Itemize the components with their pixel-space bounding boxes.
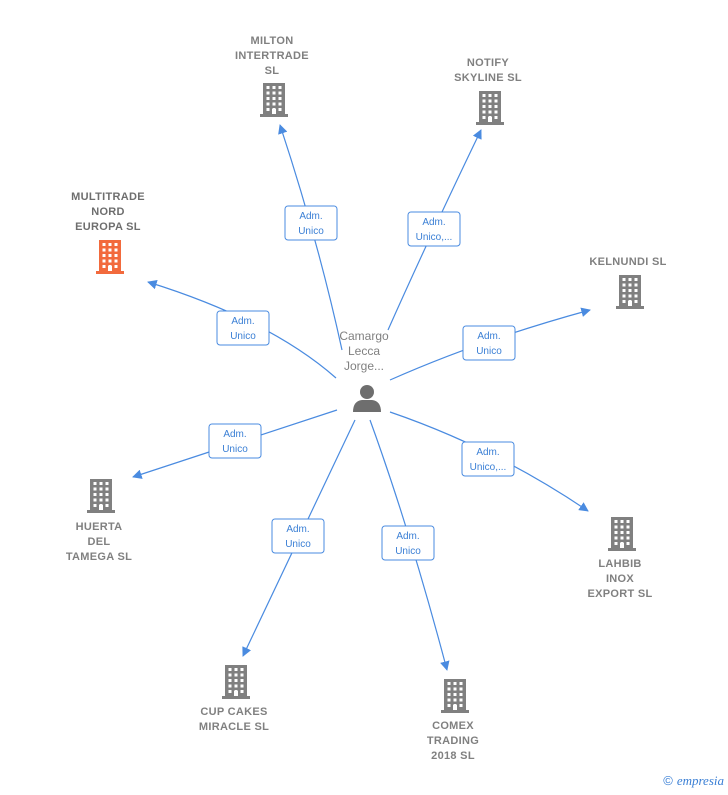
building-icon bbox=[222, 665, 250, 699]
role-badge-text: Adm. bbox=[396, 531, 419, 542]
company-name: NOTIFY bbox=[467, 57, 509, 69]
edge-lahbib[interactable]: Adm. Unico,... bbox=[389, 411, 589, 512]
role-badge-text: Adm. bbox=[422, 217, 445, 228]
role-badge-text: Unico bbox=[222, 444, 248, 455]
company-name: 2018 SL bbox=[431, 750, 475, 762]
edge-milton[interactable]: Adm. Unico bbox=[278, 124, 343, 351]
company-node-lahbib[interactable]: LAHBIB INOX EXPORT SL bbox=[587, 517, 652, 600]
role-badge-text: Adm. bbox=[477, 331, 500, 342]
role-badge-text: Adm. bbox=[286, 524, 309, 535]
company-name: DEL bbox=[88, 536, 111, 548]
company-node-multitrade[interactable]: MULTITRADE NORD EUROPA SL bbox=[71, 191, 145, 274]
company-name: LAHBIB bbox=[598, 558, 641, 570]
role-badge-lahbib[interactable] bbox=[461, 441, 515, 477]
company-name: INOX bbox=[606, 573, 634, 585]
building-icon bbox=[476, 91, 504, 125]
company-node-notify[interactable]: NOTIFY SKYLINE SL bbox=[454, 57, 522, 125]
role-badge-text: Adm. bbox=[476, 447, 499, 458]
company-name: CUP CAKES bbox=[200, 706, 267, 718]
company-name: KELNUNDI SL bbox=[589, 256, 666, 268]
role-badge-kelnundi[interactable] bbox=[462, 325, 516, 361]
edge-multitrade[interactable]: Adm. Unico bbox=[147, 279, 337, 379]
company-node-huerta[interactable]: HUERTA DEL TAMEGA SL bbox=[66, 479, 132, 563]
company-node-comex[interactable]: COMEX TRADING 2018 SL bbox=[427, 679, 479, 762]
building-icon bbox=[441, 679, 469, 713]
role-badge-text: Unico bbox=[298, 226, 324, 237]
edge-cupcakes[interactable]: Adm. Unico bbox=[242, 419, 356, 657]
brand-name: empresia bbox=[676, 773, 724, 788]
role-badge-text: Unico bbox=[230, 331, 256, 342]
role-badge-notify[interactable] bbox=[407, 211, 461, 247]
role-badge-text: Unico bbox=[395, 546, 421, 557]
company-name: EUROPA SL bbox=[75, 221, 141, 233]
role-badge-multitrade[interactable] bbox=[216, 310, 270, 346]
role-badge-text: Adm. bbox=[223, 429, 246, 440]
role-badge-cupcakes[interactable] bbox=[271, 518, 325, 554]
building-icon bbox=[616, 275, 644, 309]
role-badge-text: Unico bbox=[285, 539, 311, 550]
company-name: MULTITRADE bbox=[71, 191, 145, 203]
edge-huerta[interactable]: Adm. Unico bbox=[132, 409, 338, 479]
company-name: TAMEGA SL bbox=[66, 551, 132, 563]
company-name: TRADING bbox=[427, 735, 479, 747]
company-node-milton[interactable]: MILTON INTERTRADE SL bbox=[235, 35, 309, 117]
building-icon bbox=[87, 479, 115, 513]
role-badge-text: Unico,... bbox=[416, 232, 453, 243]
company-node-kelnundi[interactable]: KELNUNDI SL bbox=[589, 256, 666, 309]
company-name: MIRACLE SL bbox=[199, 721, 269, 733]
role-badge-comex[interactable] bbox=[381, 525, 435, 561]
company-name: MILTON bbox=[251, 35, 294, 47]
company-name: NORD bbox=[91, 206, 125, 218]
person-icon bbox=[353, 385, 381, 412]
building-icon bbox=[96, 240, 124, 274]
company-name: EXPORT SL bbox=[587, 588, 652, 600]
role-badge-text: Unico,... bbox=[470, 462, 507, 473]
role-badge-milton[interactable] bbox=[284, 205, 338, 241]
role-badge-text: Adm. bbox=[299, 211, 322, 222]
edge-comex[interactable]: Adm. Unico bbox=[369, 419, 450, 671]
role-badge-text: Adm. bbox=[231, 316, 254, 327]
person-node[interactable]: CamargoLeccaJorge... bbox=[339, 329, 389, 412]
person-name: Jorge... bbox=[344, 359, 384, 373]
edge-kelnundi[interactable]: Adm. Unico bbox=[389, 307, 591, 381]
company-name: COMEX bbox=[432, 720, 474, 732]
role-badge-huerta[interactable] bbox=[208, 423, 262, 459]
company-name: SKYLINE SL bbox=[454, 72, 522, 84]
building-icon bbox=[608, 517, 636, 551]
copyright-brand[interactable]: ©empresia bbox=[663, 773, 724, 789]
company-node-cupcakes[interactable]: CUP CAKES MIRACLE SL bbox=[199, 665, 269, 733]
role-badge-text: Unico bbox=[476, 346, 502, 357]
building-icon bbox=[260, 83, 288, 117]
company-name: INTERTRADE bbox=[235, 50, 309, 62]
company-name: SL bbox=[265, 65, 280, 77]
company-name: HUERTA bbox=[76, 521, 123, 533]
copyright-icon: © bbox=[663, 773, 673, 788]
edge-notify[interactable]: Adm. Unico,... bbox=[387, 129, 482, 331]
person-name: Camargo bbox=[339, 329, 389, 343]
person-name: Lecca bbox=[348, 344, 380, 358]
